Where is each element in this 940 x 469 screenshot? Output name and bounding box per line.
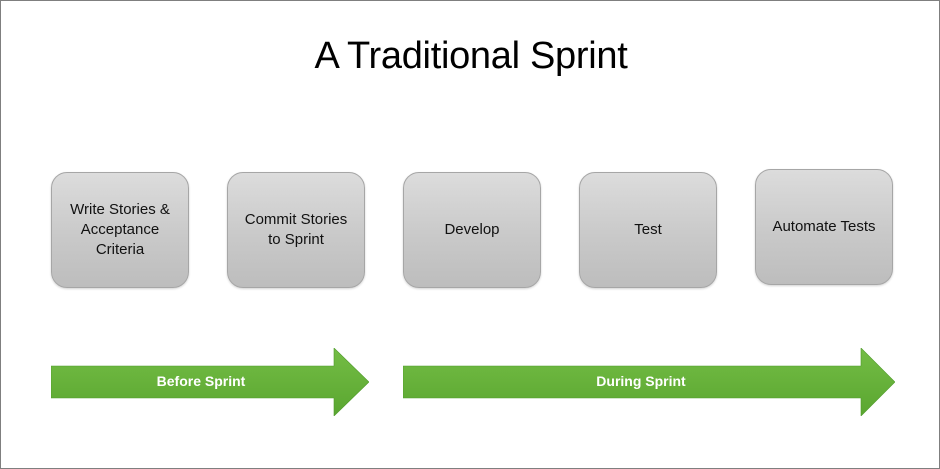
step-develop-label: Develop: [444, 221, 500, 239]
step-automate-tests-label: Automate Tests: [772, 218, 876, 236]
during-sprint-label: During Sprint: [596, 373, 686, 389]
step-write-stories-box: Write Stories & Acceptance Criteria: [51, 172, 189, 288]
during-sprint-arrow: [403, 348, 895, 416]
step-develop-box: Develop: [403, 172, 541, 288]
step-test-box: Test: [579, 172, 717, 288]
before-sprint-arrow: [51, 348, 369, 416]
step-automate-tests-box: Automate Tests: [755, 169, 893, 285]
step-test-label: Test: [634, 221, 662, 239]
before-sprint-label: Before Sprint: [156, 373, 246, 389]
slide-title: A Traditional Sprint: [314, 35, 628, 77]
step-commit-stories-label: Commit Stories to Sprint: [244, 211, 348, 248]
step-write-stories-label: Write Stories & Acceptance Criteria: [70, 201, 170, 258]
step-commit-stories-box: Commit Stories to Sprint: [227, 172, 365, 288]
